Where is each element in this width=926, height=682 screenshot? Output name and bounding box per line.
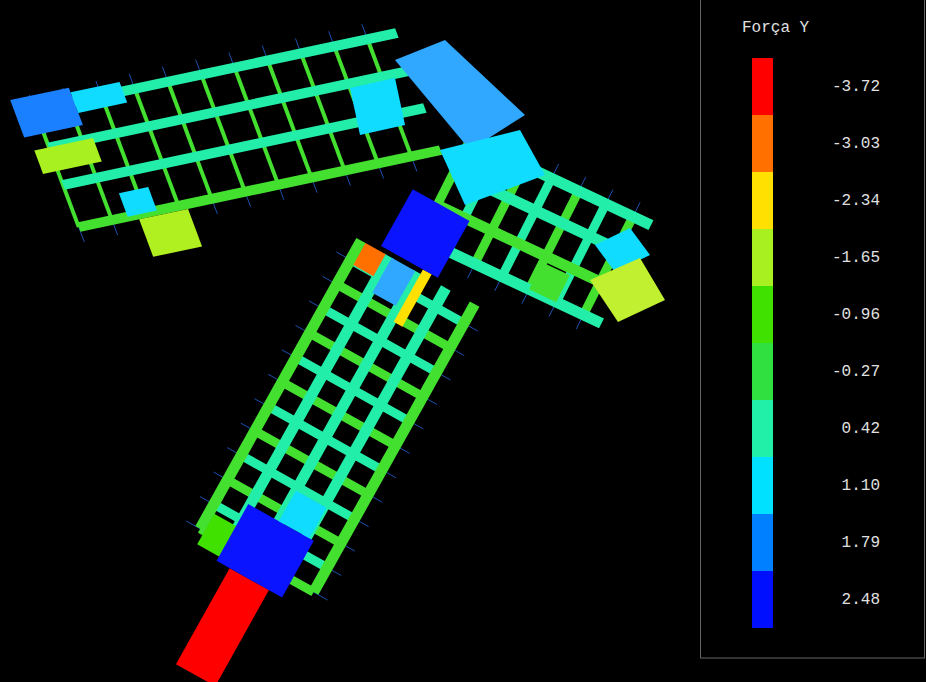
tick-line <box>295 38 350 185</box>
legend-swatch <box>752 172 773 229</box>
force-patch <box>350 78 405 135</box>
tick-line <box>196 60 251 207</box>
legend-swatch <box>752 343 773 400</box>
beam-band <box>166 81 214 199</box>
legend-swatch <box>752 400 773 457</box>
legend-value: -3.72 <box>800 77 880 97</box>
beam-band <box>199 74 247 192</box>
force-patch <box>381 189 469 277</box>
force-patch <box>176 568 269 682</box>
legend-swatch <box>752 115 773 172</box>
legend-panel <box>701 0 925 658</box>
legend-swatch <box>752 58 773 115</box>
tick-line <box>229 53 284 200</box>
force-patch <box>353 243 385 276</box>
legend-title: Força Y <box>742 18 809 38</box>
beam-band <box>33 28 398 114</box>
beam-band <box>299 53 347 171</box>
legend-value: 1.79 <box>800 533 880 553</box>
beam-band <box>47 66 412 152</box>
legend-swatch <box>752 229 773 286</box>
legend-value: -2.34 <box>800 191 880 211</box>
tick-line <box>162 67 217 214</box>
force-patch <box>394 269 432 326</box>
legend-value: -0.27 <box>800 362 880 382</box>
force-patch <box>139 209 202 257</box>
legend-swatch <box>752 514 773 571</box>
force-patch <box>529 263 570 303</box>
legend-value: -3.03 <box>800 134 880 154</box>
beam-band <box>233 67 281 185</box>
force-patch <box>119 187 157 217</box>
beam-band <box>77 145 442 231</box>
beam-band <box>266 60 314 178</box>
legend-swatch <box>752 571 773 628</box>
force-patches <box>10 40 665 682</box>
legend-value: 2.48 <box>800 590 880 610</box>
force-patch <box>590 258 665 322</box>
legend-value: -0.96 <box>800 305 880 325</box>
legend-swatch <box>752 457 773 514</box>
force-patch <box>440 130 545 205</box>
legend-value: 1.10 <box>800 476 880 496</box>
force-patch <box>395 40 525 150</box>
beam-band <box>309 301 480 594</box>
tick-lines <box>29 24 640 600</box>
beam-band <box>133 88 181 206</box>
legend-swatch <box>752 286 773 343</box>
force-patch <box>71 82 128 113</box>
legend-value: 0.42 <box>800 419 880 439</box>
beam-bands <box>33 28 653 596</box>
beam-band <box>252 270 423 563</box>
tick-line <box>262 46 317 193</box>
force-patch <box>279 491 327 539</box>
legend-value: -1.65 <box>800 248 880 268</box>
force-patch <box>34 138 101 174</box>
